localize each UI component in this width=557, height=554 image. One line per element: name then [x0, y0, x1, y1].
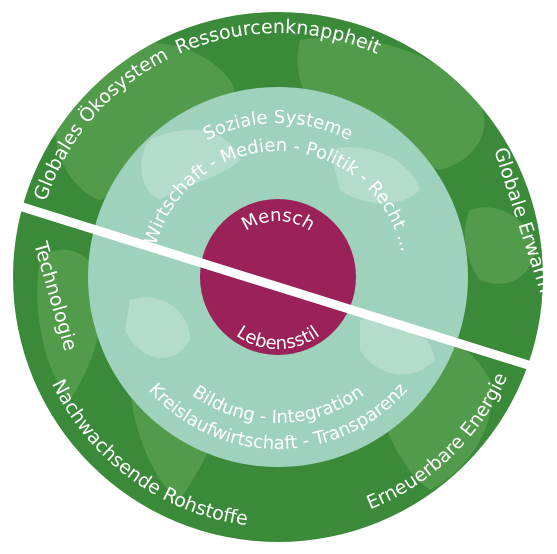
world-map-continents	[37, 37, 535, 500]
divider-line	[0, 195, 557, 379]
center-circle	[200, 199, 356, 355]
middle-ring-continents	[125, 129, 435, 375]
